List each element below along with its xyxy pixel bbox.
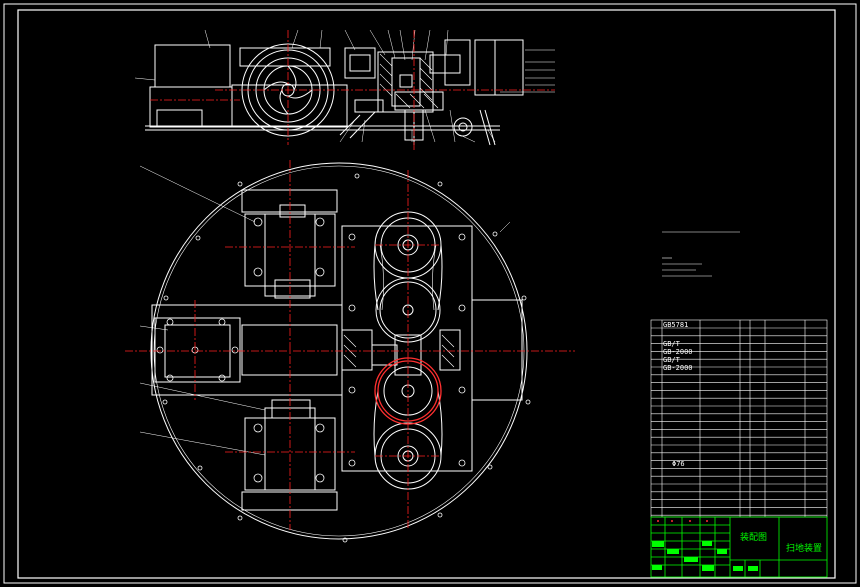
- bom-code-5: GB-2000: [663, 364, 693, 372]
- product-name: 扫地装置: [786, 544, 823, 554]
- dimension-label: Φ76: [672, 460, 685, 468]
- bom-code-2: GB/T: [663, 340, 680, 348]
- bom-code-3: GB-2000: [663, 348, 693, 356]
- bom-code-4: GB/T: [663, 356, 680, 364]
- bolt-holes: [156, 173, 531, 543]
- side-view-leaders: [134, 29, 555, 143]
- drawing-frame: [3, 3, 857, 584]
- side-view: [145, 39, 524, 146]
- plan-view-leaders: [139, 165, 511, 456]
- plan-view-centerlines: [125, 160, 575, 530]
- title-block-markers: [657, 520, 708, 522]
- bom-table: [650, 319, 828, 518]
- title-block-fills: [652, 541, 758, 571]
- side-view-centerlines: [150, 30, 555, 150]
- drawing-name: 装配图: [740, 533, 768, 543]
- bom-code-1: GB5781: [663, 321, 689, 329]
- tech-notes: [662, 231, 740, 277]
